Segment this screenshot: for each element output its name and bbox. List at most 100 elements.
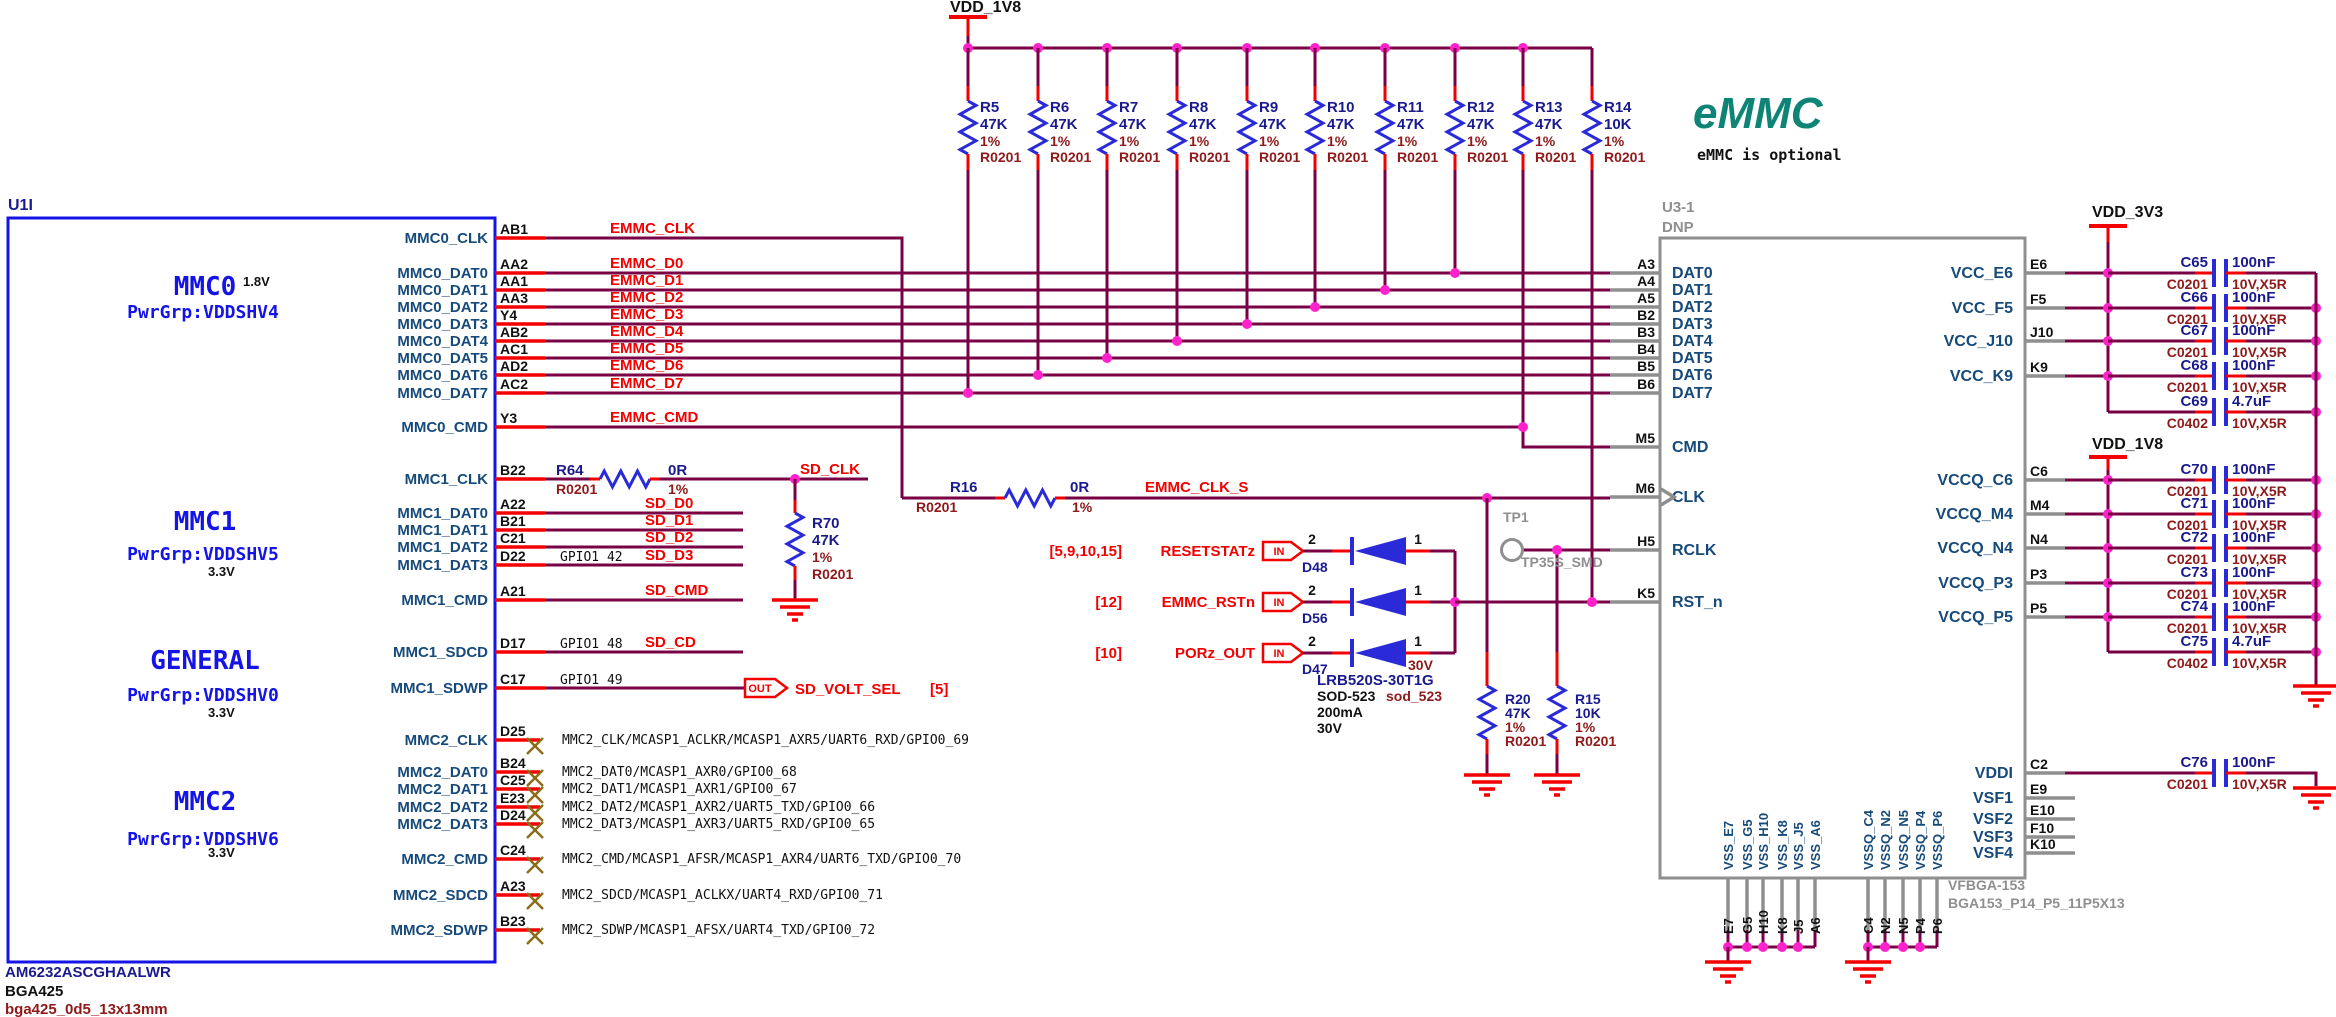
resistor-R70[interactable] [783, 511, 807, 568]
port-in-PORz_OUT[interactable] [1261, 642, 1306, 664]
resistor-R20[interactable] [1475, 684, 1499, 741]
resistor-R8[interactable] [1165, 99, 1189, 156]
port-in-RESETSTATz[interactable] [1261, 540, 1306, 562]
pin-name-VCCQ_P5: VCCQ_P5 [1938, 609, 2013, 626]
pin-number-Y4: Y4 [500, 307, 517, 323]
u1-section-mmc2: MMC2 [174, 787, 237, 817]
diode-ref: D56 [1302, 610, 1328, 626]
resistor-value: 47K [1505, 705, 1531, 721]
resistor-R16[interactable] [1003, 486, 1057, 510]
resistor-R14[interactable] [1580, 99, 1604, 156]
cap-ref: C65 [2180, 254, 2208, 271]
resistor-value: 0R [1070, 479, 1089, 496]
resistor-R64[interactable] [598, 467, 652, 491]
resistor-value: 47K [1397, 116, 1425, 133]
port-in-EMMC_RSTn[interactable] [1261, 591, 1306, 613]
x-line [526, 804, 544, 822]
cap-package: C0201 [2167, 620, 2208, 636]
pin-number-A6: A6 [1808, 917, 1823, 934]
pin-number-P6: P6 [1930, 918, 1945, 934]
pin-func-D25: MMC2_CLK/MCASP1_ACLKR/MCASP1_AXR5/UART6_… [562, 733, 969, 748]
u3-footprint-2: BGA153_P14_P5_11P5X13 [1948, 895, 2125, 911]
pin-number-A22: A22 [500, 496, 526, 512]
pin-name-E23: MMC2_DAT2 [397, 799, 488, 816]
pin-name-VSS_E7: VSS_E7 [1721, 821, 1736, 870]
net-label-SD_D0: SD_D0 [645, 495, 693, 512]
pin-name-B21: MMC1_DAT1 [397, 522, 488, 539]
resistor-tolerance: 1% [1119, 133, 1140, 149]
pin-number-B4: B4 [1637, 341, 1655, 357]
cap-ref: C76 [2180, 754, 2208, 771]
emmc-title: eMMC [1693, 89, 1824, 138]
resistor-R11[interactable] [1373, 99, 1397, 156]
tp-refdes: TP1 [1503, 509, 1529, 525]
testpoint-TP1[interactable] [1500, 538, 1524, 562]
net-label-SD_VOLT_SEL: SD_VOLT_SEL [795, 681, 901, 698]
resistor-R5[interactable] [956, 99, 980, 156]
cap-package: C0201 [2167, 586, 2208, 602]
x-line [526, 786, 544, 804]
u3-footprint-1: VFBGA-153 [1948, 877, 2025, 893]
u1-section-general: GENERAL [150, 646, 260, 676]
net-label-PORz_OUT: PORz_OUT [1175, 645, 1255, 662]
net-label-EMMC_D7: EMMC_D7 [610, 375, 683, 392]
pin-number-M5: M5 [1636, 430, 1656, 446]
junction-dot [1102, 353, 1112, 363]
resistor-R9[interactable] [1235, 99, 1259, 156]
pin-name-Y4: MMC0_DAT3 [397, 316, 488, 333]
u1-body[interactable] [6, 216, 497, 964]
cap-value: 100nF [2232, 289, 2275, 306]
net-EMMC_CMD [1521, 427, 1610, 449]
resistor-ref: R16 [950, 479, 978, 496]
pin-name-DAT3: DAT3 [1672, 316, 1713, 333]
page-ref-PORz_OUT: [10] [1095, 645, 1122, 662]
pin-number-K10: K10 [2030, 836, 2056, 852]
resistor-R12[interactable] [1443, 99, 1467, 156]
resistor-R13[interactable] [1511, 99, 1535, 156]
diode-pin2: 2 [1308, 633, 1316, 649]
tp-part: TP35S_SMD [1521, 554, 1603, 570]
junction-dot [1172, 336, 1182, 346]
pin-number-C6: C6 [2030, 463, 2048, 479]
pin-name-VDDI: VDDI [1975, 765, 2013, 782]
pin-number-F10: F10 [2030, 820, 2054, 836]
resistor-R15[interactable] [1545, 684, 1569, 741]
pin-name-RCLK: RCLK [1672, 542, 1717, 559]
net-label-EMMC_D1: EMMC_D1 [610, 272, 683, 289]
resistor-ref: R9 [1259, 99, 1278, 116]
cap-package: C0201 [2167, 276, 2208, 292]
port-out-sd-volt-sel[interactable] [743, 677, 790, 699]
cap-value: 4.7uF [2232, 633, 2271, 650]
pin-name-VCC_K9: VCC_K9 [1950, 368, 2013, 385]
pin-number-AA1: AA1 [500, 273, 528, 289]
net-label-EMMC_CMD: EMMC_CMD [610, 409, 698, 426]
power-label-vdd1v8: VDD_1V8 [950, 0, 1021, 16]
resistor-ref: R64 [556, 462, 584, 479]
pin-name-VSF4: VSF4 [1973, 845, 2013, 862]
pin-name-C21: MMC1_DAT2 [397, 539, 488, 556]
cap-rating: 10V,X5R [2232, 344, 2287, 360]
pin-func-B24: MMC2_DAT0/MCASP1_AXR0/GPIO0_68 [562, 765, 797, 780]
pin-name-VSS_H10: VSS_H10 [1756, 813, 1771, 870]
resistor-tolerance: 1% [1050, 133, 1071, 149]
cap-ref: C71 [2180, 495, 2208, 512]
diode-D47[interactable] [1355, 639, 1406, 667]
pin-number-K5: K5 [1637, 585, 1655, 601]
pin-func-B23: MMC2_SDWP/MCASP1_AFSX/UART4_TXD/GPIO0_72 [562, 923, 875, 938]
pin-name-VSS_G5: VSS_G5 [1740, 819, 1755, 870]
cap-package: C0201 [2167, 311, 2208, 327]
resistor-R10[interactable] [1303, 99, 1327, 156]
pin-name-AB1: MMC0_CLK [405, 230, 489, 247]
diode-pin1: 1 [1414, 531, 1422, 547]
pin-name-D25: MMC2_CLK [405, 732, 489, 749]
u1-mmc1-pwrgrp: PwrGrp:VDDSHV5 [127, 544, 279, 565]
u3-body[interactable] [1658, 236, 2027, 880]
port-out-glyph: OUT [748, 683, 772, 695]
gnd-vssq [1845, 960, 1891, 984]
resistor-R6[interactable] [1026, 99, 1050, 156]
diode-D56[interactable] [1355, 588, 1406, 616]
resistor-R7[interactable] [1095, 99, 1119, 156]
pin-name-DAT5: DAT5 [1672, 350, 1713, 367]
pin-number-N5: N5 [1896, 917, 1911, 934]
diode-D48[interactable] [1355, 537, 1406, 565]
